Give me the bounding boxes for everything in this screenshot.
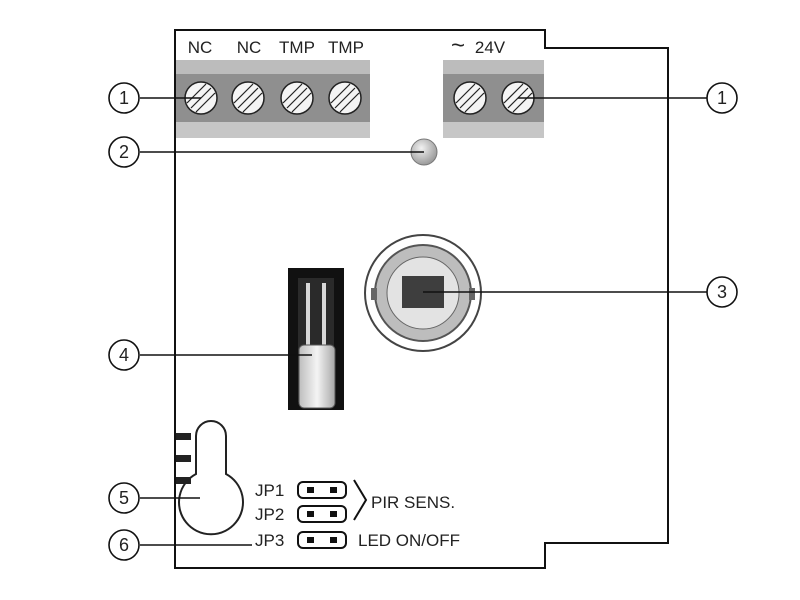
callout-6: 6 (108, 529, 140, 561)
jumper-jp3 (297, 531, 347, 549)
callout-3: 3 (706, 276, 738, 308)
callout-leaders (140, 97, 707, 546)
jumper-led-label: LED ON/OFF (358, 531, 460, 550)
keyhole-mount (178, 420, 244, 536)
terminal-label-tmp-1: TMP (279, 38, 315, 57)
terminal-block-left (176, 60, 370, 138)
screw-icon (231, 81, 265, 115)
jumper-label-jp3: JP3 (255, 531, 284, 550)
jumper-group-bracket (353, 479, 368, 521)
svg-text:1: 1 (119, 88, 129, 108)
terminal-label-nc-1: NC (188, 38, 213, 57)
svg-text:3: 3 (717, 282, 727, 302)
board-outline (174, 29, 669, 569)
terminal-label-tmp-2: TMP (328, 38, 364, 57)
jumper-pir-label: PIR SENS. (371, 493, 455, 512)
callout-1-right: 1 (706, 82, 738, 114)
terminal-label-nc-2: NC (237, 38, 262, 57)
jumper-label-jp2: JP2 (255, 505, 284, 524)
svg-text:6: 6 (119, 535, 129, 555)
sensitivity-slider (288, 268, 344, 410)
screw-icon (280, 81, 314, 115)
tilde-symbol: ~ (451, 32, 465, 59)
svg-text:4: 4 (119, 345, 129, 365)
svg-text:5: 5 (119, 488, 129, 508)
jumper-jp1 (297, 481, 347, 499)
callout-1-left: 1 (108, 82, 140, 114)
terminal-block-right (443, 60, 544, 138)
callout-4: 4 (108, 339, 140, 371)
jumper-label-jp1: JP1 (255, 481, 284, 500)
callout-2: 2 (108, 136, 140, 168)
callout-5: 5 (108, 482, 140, 514)
jumper-jp2 (297, 505, 347, 523)
edge-contacts (176, 433, 191, 484)
terminal-label-24v: 24V (475, 38, 506, 57)
svg-text:1: 1 (717, 88, 727, 108)
screw-icon (453, 81, 487, 115)
pir-sensor (364, 234, 482, 352)
screw-icon (328, 81, 362, 115)
svg-text:2: 2 (119, 142, 129, 162)
